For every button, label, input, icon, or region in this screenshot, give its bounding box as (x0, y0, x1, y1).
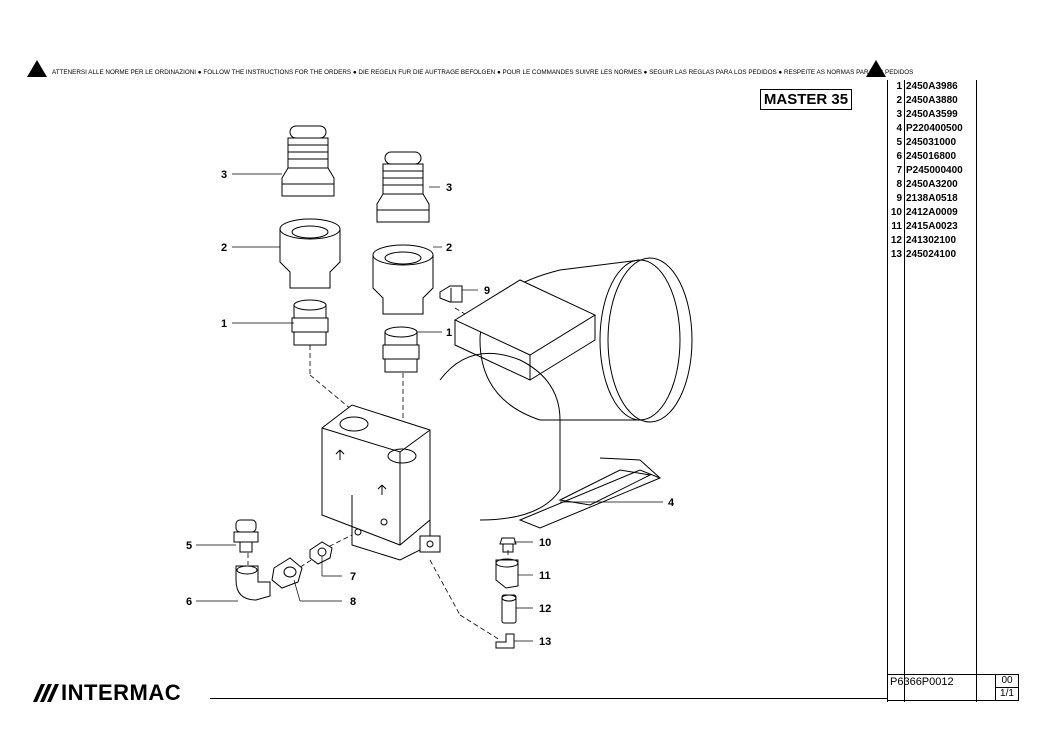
nipple-right (382, 326, 420, 373)
brand-logo: INTERMAC (33, 680, 181, 706)
callout-11: 11 (539, 570, 551, 582)
callout-1-left: 1 (221, 318, 227, 330)
order-instructions-text: ATTENERSI ALLE NORME PER LE ORDINAZIONI … (52, 69, 914, 76)
callout-3-right: 3 (446, 182, 452, 194)
model-title: MASTER 35 (760, 89, 852, 110)
callout-9: 9 (484, 285, 490, 297)
callout-3-left: 3 (221, 169, 227, 181)
warning-left-icon (27, 60, 47, 77)
callout-2-left: 2 (221, 242, 227, 254)
callout-2-right: 2 (446, 242, 452, 254)
callout-13: 13 (539, 636, 551, 648)
callout-1-right: 1 (446, 327, 452, 339)
callout-12: 12 (539, 603, 551, 615)
warning-right-icon (866, 60, 886, 77)
document-code: P6366P0012 (890, 676, 954, 688)
footer-divider (210, 698, 887, 699)
document-code-box: P6366P0012 00 1/1 (887, 674, 1019, 701)
fitting-10 (499, 537, 517, 553)
fitting-7 (309, 541, 333, 565)
plug-9 (439, 285, 463, 303)
callout-10: 10 (539, 537, 551, 549)
elbow-13 (495, 633, 515, 649)
revision: 00 (996, 675, 1018, 688)
revision-box: 00 1/1 (995, 675, 1018, 700)
fitting-8 (271, 557, 303, 589)
valve-11 (495, 558, 519, 589)
elbow-6 (235, 565, 271, 601)
callout-7: 7 (350, 571, 356, 583)
nipple-left (291, 299, 329, 346)
hose-barb-right (376, 151, 430, 223)
motor-body (439, 257, 693, 529)
callout-5: 5 (186, 540, 192, 552)
pump-head (321, 404, 441, 561)
hose-barb-left (281, 125, 335, 197)
callout-8: 8 (350, 596, 356, 608)
callout-6: 6 (186, 596, 192, 608)
fitting-5 (233, 519, 259, 553)
reducer-right (372, 244, 434, 315)
page-number: 1/1 (1000, 688, 1014, 699)
callout-4: 4 (668, 497, 675, 509)
tube-12 (501, 594, 517, 624)
reducer-left (279, 218, 341, 289)
logo-stripes-icon (33, 684, 59, 702)
exploded-view-drawing: 3 2 1 3 2 1 9 4 5 6 7 8 10 11 12 13 (186, 125, 693, 649)
